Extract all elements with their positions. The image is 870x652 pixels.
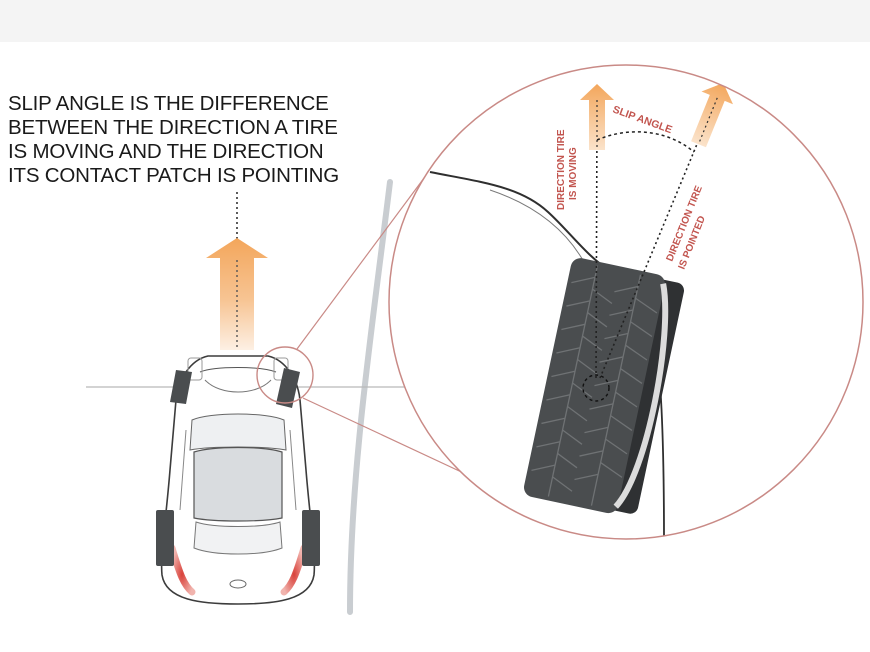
- magnified-view: SLIP ANGLE DIRECTION TIRE IS MOVING DIRE…: [389, 65, 863, 539]
- car-roof: [193, 446, 283, 522]
- car-hood-line: [199, 367, 277, 373]
- car-rear-window: [193, 521, 283, 555]
- top-strip: [0, 0, 870, 42]
- caption-line-2: BETWEEN THE DIRECTION A TIRE: [8, 116, 338, 139]
- fender-highlight: [489, 189, 585, 263]
- caption-line-3: IS MOVING AND THE DIRECTION: [8, 140, 324, 163]
- caption-line-4: ITS CONTACT PATCH IS POINTING: [8, 164, 339, 187]
- rear-left-tire: [156, 510, 174, 566]
- front-right-tire: [276, 368, 300, 408]
- magnifier-large-circle: [388, 64, 864, 540]
- caption: SLIP ANGLE IS THE DIFFERENCE BETWEEN THE…: [8, 92, 388, 188]
- car-hood-crease: [204, 379, 272, 393]
- travel-arrow-icon: [206, 238, 268, 350]
- car-left-door-line: [179, 429, 187, 511]
- front-left-tire: [170, 370, 192, 404]
- road-line: [347, 179, 393, 615]
- car-rear-badge: [229, 579, 247, 589]
- magnifier-bottom-line: [302, 397, 471, 477]
- car-right-door-line: [289, 429, 297, 511]
- pointed-direction-arrow-icon: [691, 83, 734, 148]
- moving-label-line-1: DIRECTION TIRE: [556, 129, 567, 210]
- moving-label-line-2: IS MOVING: [568, 147, 579, 200]
- magnifier-top-line: [296, 169, 431, 350]
- car-top-view-icon: [156, 355, 320, 605]
- left-headlight: [187, 357, 203, 381]
- caption-line-1: SLIP ANGLE IS THE DIFFERENCE: [8, 92, 329, 115]
- rim-highlight: [613, 283, 669, 509]
- rear-right-tire: [302, 510, 320, 566]
- moving-direction-line: [595, 117, 598, 379]
- tread-pattern: [531, 265, 658, 506]
- magnifier-small-circle: [256, 346, 314, 404]
- tire-closeup-icon: [524, 258, 685, 514]
- contact-patch-circle: [582, 374, 610, 402]
- fender-edge: [429, 171, 613, 273]
- slip-angle-arc: [596, 131, 695, 153]
- car-windshield: [189, 413, 287, 451]
- pointed-direction-line: [599, 107, 713, 379]
